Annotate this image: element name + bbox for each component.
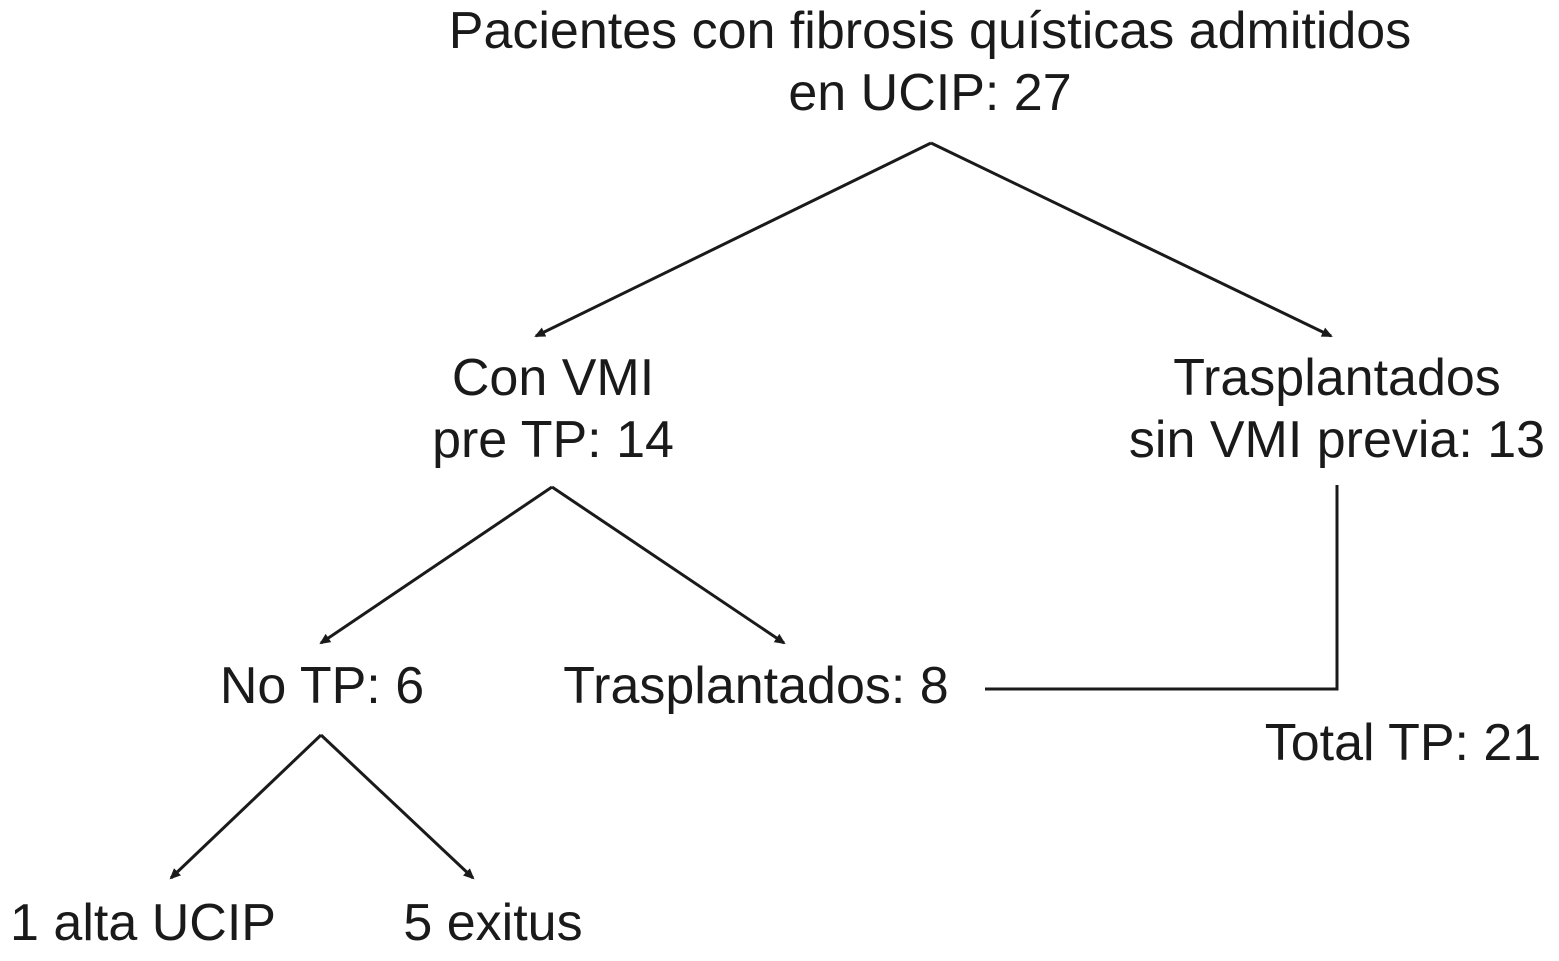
node-con-vmi-line-2: pre TP: 14	[432, 411, 674, 469]
node-exitus: 5 exitus	[403, 892, 582, 954]
node-con-vmi-line-1: Con VMI	[451, 349, 655, 407]
node-root-line-1: Pacientes con fibrosis quísticas admitid…	[448, 2, 1412, 60]
edge-con-vmi-to-no-tp	[319, 485, 553, 645]
node-no-tp-label: No TP: 6	[219, 657, 425, 715]
node-alta-ucip: 1 alta UCIP	[10, 892, 276, 954]
node-trasplantados-sin-vmi-line-2: sin VMI previa: 13	[1128, 411, 1546, 469]
node-con-vmi: Con VMI pre TP: 14	[432, 347, 674, 471]
node-trasplantados-sin-vmi: Trasplantados sin VMI previa: 13	[1129, 347, 1545, 471]
node-no-tp: No TP: 6	[220, 655, 424, 717]
node-trasplantados-8: Trasplantados: 8	[563, 655, 948, 717]
edge-trasplantados-sin-vmi-to-trasplantados-8	[985, 485, 1339, 691]
edge-root-to-trasplantados-sin-vmi	[930, 141, 1333, 338]
node-total-tp-label: Total TP: 21	[1264, 714, 1542, 772]
edge-no-tp-to-alta-ucip	[169, 733, 323, 880]
node-trasplantados-sin-vmi-line-1: Trasplantados	[1173, 349, 1501, 407]
edge-con-vmi-to-trasplantados-8	[551, 485, 786, 645]
node-exitus-label: 5 exitus	[403, 894, 583, 952]
node-root-line-2: en UCIP: 27	[788, 64, 1072, 122]
edge-root-to-con-vmi	[534, 141, 932, 338]
edge-no-tp-to-exitus	[319, 733, 475, 880]
node-total-tp: Total TP: 21	[1265, 712, 1542, 774]
node-root: Pacientes con fibrosis quísticas admitid…	[449, 0, 1411, 124]
node-alta-ucip-label: 1 alta UCIP	[10, 894, 276, 952]
node-trasplantados-8-label: Trasplantados: 8	[563, 657, 949, 715]
